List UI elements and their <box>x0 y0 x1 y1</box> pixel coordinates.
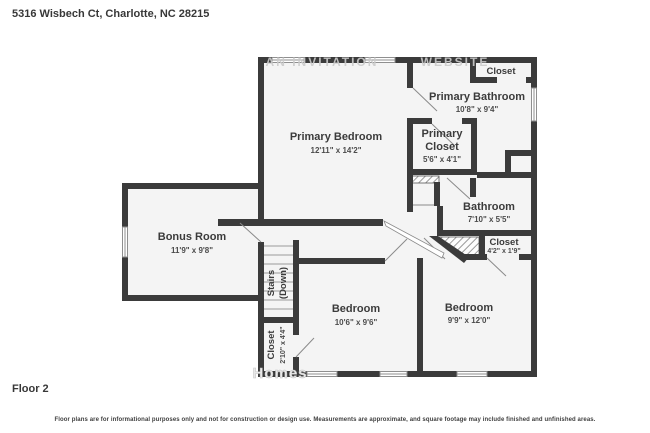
room-label-bedroom-left: Bedroom 10'6" x 9'6" <box>332 303 381 327</box>
door-swing <box>295 337 315 358</box>
watermark-text: Homes <box>252 365 307 382</box>
disclaimer-text: Floor plans are for informational purpos… <box>54 417 596 423</box>
svg-text:Bonus Room: Bonus Room <box>158 231 227 243</box>
door-swing <box>446 177 471 200</box>
svg-text:Stairs: Stairs <box>266 270 277 296</box>
svg-text:10'8" x 9'4": 10'8" x 9'4" <box>456 105 499 114</box>
door-swing <box>486 257 507 277</box>
svg-text:Primary Bedroom: Primary Bedroom <box>290 131 383 143</box>
room-label-bedroom-right: Bedroom 9'9" x 12'0" <box>445 302 494 325</box>
door-swings <box>239 87 507 358</box>
room-label-primary-bedroom: Primary Bedroom 12'11" x 14'2" <box>290 131 383 155</box>
door-swing <box>384 238 408 262</box>
svg-text:4'2" x 1'9": 4'2" x 1'9" <box>487 248 520 255</box>
svg-text:11'9" x 9'8": 11'9" x 9'8" <box>171 246 213 255</box>
address-title: 5316 Wisbech Ct, Charlotte, NC 28215 <box>12 8 210 20</box>
svg-text:9'9" x 12'0": 9'9" x 12'0" <box>448 316 491 325</box>
room-label-hall-closet: Closet 4'2" x 1'9" <box>487 237 520 255</box>
svg-text:Bedroom: Bedroom <box>445 302 494 314</box>
room-label-primary-bathroom: Primary Bathroom 10'8" x 9'4" <box>429 91 525 114</box>
room-label-primary-closet: Primary Closet 5'6" x 4'1" <box>422 128 464 164</box>
svg-text:5'6" x 4'1": 5'6" x 4'1" <box>423 155 461 164</box>
room-labels: Primary Bedroom 12'11" x 14'2" Primary B… <box>158 66 525 364</box>
stairs-treads <box>264 245 293 310</box>
room-label-bathroom: Bathroom 7'10" x 5'5" <box>463 201 515 224</box>
svg-text:Bathroom: Bathroom <box>463 201 515 213</box>
watermark: AN INVITATION WEBSITE Homes <box>252 55 490 382</box>
svg-text:12'11" x 14'2": 12'11" x 14'2" <box>311 146 362 155</box>
svg-text:Primary: Primary <box>422 128 464 140</box>
svg-text:2'10" x 4'4": 2'10" x 4'4" <box>280 326 287 363</box>
door-swing <box>431 123 456 147</box>
watermark-text: WEBSITE <box>421 55 490 69</box>
svg-text:Closet: Closet <box>425 141 459 153</box>
room-label-stairs: Stairs (Down) <box>266 267 289 299</box>
diagonal-wall <box>429 236 469 263</box>
floor-label: Floor 2 <box>12 383 49 395</box>
svg-text:7'10" x 5'5": 7'10" x 5'5" <box>468 215 511 224</box>
svg-text:10'6" x 9'6": 10'6" x 9'6" <box>335 318 378 327</box>
floor-area <box>122 57 537 377</box>
svg-text:Bedroom: Bedroom <box>332 303 381 315</box>
windows <box>122 57 537 377</box>
svg-text:Closet: Closet <box>486 66 516 77</box>
svg-text:(Down): (Down) <box>278 267 289 299</box>
door-swing <box>239 222 262 243</box>
room-label-small-closet: Closet 2'10" x 4'4" <box>266 326 287 363</box>
watermark-text: AN INVITATION <box>266 55 379 69</box>
door-swing <box>412 87 438 112</box>
room-label-bonus-room: Bonus Room 11'9" x 9'8" <box>158 231 227 255</box>
svg-text:Closet: Closet <box>489 237 519 248</box>
hatch-strip <box>408 175 440 184</box>
svg-text:Primary Bathroom: Primary Bathroom <box>429 91 525 103</box>
room-label-closet-top: Closet <box>486 66 516 77</box>
svg-text:Closet: Closet <box>266 330 277 360</box>
open-door-leaf <box>383 220 445 259</box>
